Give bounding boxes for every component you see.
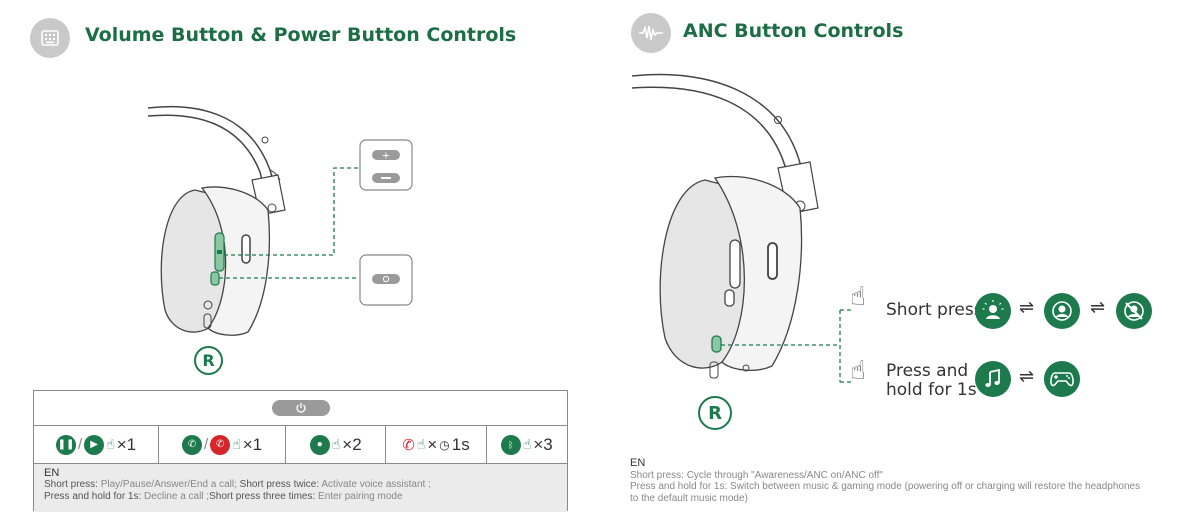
svg-text:+: + [382,151,390,162]
pairing-cell: ᛒ ☝ ×3 [487,426,567,463]
voice-assistant-count: ×2 [342,434,362,454]
awareness-icon [975,293,1011,329]
desc-text: Decline a call ; [141,491,210,502]
right-section-title: ANC Button Controls [683,20,904,42]
desc-label: Short press three times: [209,491,316,502]
voice-assistant-icon: ● [309,434,330,455]
decline-count: × [427,434,438,454]
headphone-illustration-right [631,73,840,379]
play-icon: ▶ [84,434,105,455]
desc-label: Press and hold for 1s: [44,491,142,502]
power-button-header [34,391,567,426]
waveform-icon [631,13,671,53]
hand-tap-icon: ☝ [416,436,426,452]
hand-tap-icon: ☝ [331,436,341,452]
desc-text: Activate voice assistant ; [319,479,431,490]
hand-tap-icon: ☝ [522,436,532,452]
clock-icon: ◷ [439,437,450,452]
anc-on-icon [1044,293,1080,329]
headphone-illustration-left: + [147,105,413,336]
left-desc-line-1: Short press: Play/Pause/Answer/End a cal… [44,479,557,491]
right-desc-line-1: Short press: Cycle through "Awareness/AN… [630,469,883,481]
hold-label-line-1: Press and [886,361,969,381]
anc-off-icon [1116,293,1152,329]
right-description: EN Short press: Cycle through "Awareness… [630,457,1190,504]
decline-cell: ✆ ☝ × ◷ 1s [386,426,487,463]
hand-tap-icon: ☝ [232,436,241,452]
left-section-title: Volume Button & Power Button Controls [85,24,517,46]
switch-arrows-icon: ⇌ [1019,366,1035,387]
music-icon [975,361,1011,397]
gamepad-icon [1044,361,1080,397]
control-row: ❚❚ / ▶ ☝ ×1 ✆ / ✆ ☝ ×1 ● ☝ ×2 ✆ ☝ × ◷ 1s… [34,426,567,464]
right-side-marker-left: R [194,346,223,375]
switch-arrows-icon: ⇌ [1019,297,1035,318]
right-side-marker-right: R [698,396,732,430]
hold-label-line-2: hold for 1s [886,380,977,400]
call-cell: ✆ / ✆ ☝ ×1 [159,426,287,463]
desc-label: Short press twice: [236,479,320,490]
keyboard-icon [30,18,70,58]
hand-tap-icon: ☝ [106,436,115,452]
pairing-count: ×3 [533,434,553,454]
desc-text: Enter pairing mode [315,491,403,502]
bluetooth-icon: ᛒ [500,434,521,455]
switch-arrows-icon: ⇌ [1090,297,1106,318]
left-lang-label: EN [44,467,60,479]
play-pause-count: ×1 [116,434,137,454]
hand-hold-icon: ☝ [850,356,866,386]
voice-assistant-cell: ● ☝ ×2 [286,426,387,463]
short-press-label: Short press [886,300,983,320]
button-control-table: ❚❚ / ▶ ☝ ×1 ✆ / ✆ ☝ ×1 ● ☝ ×2 ✆ ☝ × ◷ 1s… [33,390,568,512]
call-count: ×1 [242,434,263,454]
decline-icon: ✆ [402,436,415,454]
power-icon [271,400,330,416]
end-call-icon: ✆ [210,434,231,455]
left-desc-line-2: Press and hold for 1s: Decline a call ;S… [44,491,557,503]
right-desc-line-2: Press and hold for 1s: Switch between mu… [630,481,1141,492]
desc-label: Short press: [44,479,98,490]
decline-hold: 1s [451,434,470,454]
desc-text: Play/Pause/Answer/End a call; [97,479,237,490]
hand-tap-icon: ☝ [850,282,866,312]
pause-icon: ❚❚ [55,434,76,455]
answer-call-icon: ✆ [182,434,203,455]
anc-leader-lines [839,309,852,383]
right-desc-line-3: to the default music mode) [630,492,748,504]
left-description: EN Short press: Play/Pause/Answer/End a … [34,464,567,512]
right-lang-label: EN [630,457,646,469]
play-pause-cell: ❚❚ / ▶ ☝ ×1 [34,426,160,463]
